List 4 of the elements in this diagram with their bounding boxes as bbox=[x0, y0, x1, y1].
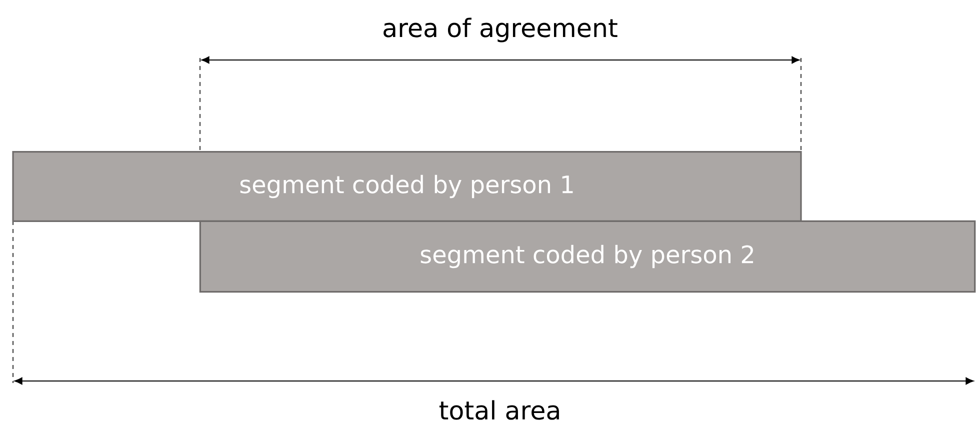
dimension-label: area of agreement bbox=[384, 18, 618, 42]
segment-bar: segment coded by person 1 bbox=[12, 151, 802, 222]
segment-bar: segment coded by person 2 bbox=[199, 220, 976, 293]
dimension-label: total area bbox=[439, 400, 559, 420]
